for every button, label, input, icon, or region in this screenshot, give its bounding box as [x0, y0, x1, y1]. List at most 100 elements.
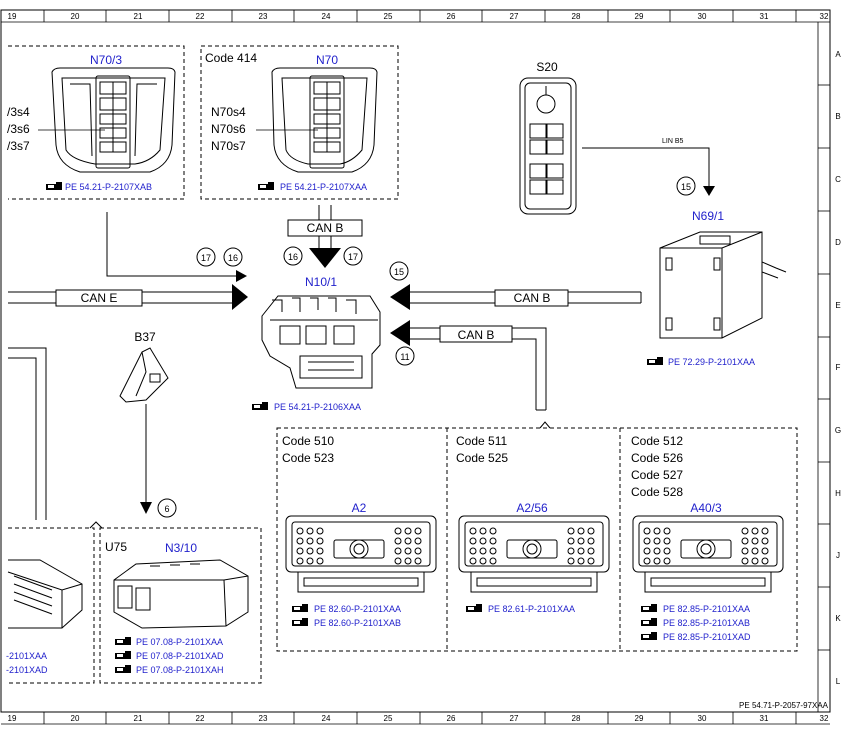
n70-3-ref[interactable]: PE 54.21-P-2107XAB [65, 182, 152, 192]
u75-code: U75 [105, 540, 127, 554]
col-label-top: 30 [698, 12, 707, 21]
left-partial-ref[interactable]: -2101XAD [6, 665, 48, 675]
hand-pointer-icon [115, 665, 131, 673]
col-label-bottom: 20 [71, 714, 80, 723]
left-partial-ref[interactable]: -2101XAA [6, 651, 47, 661]
svg-text:15: 15 [394, 267, 404, 277]
n70-3-switch-label: /3s6 [7, 122, 30, 136]
col-label-top: 25 [384, 12, 393, 21]
a40-3-code: Code 512 [631, 434, 683, 448]
can-b-top-label: CAN B [307, 221, 344, 235]
svg-text:11: 11 [400, 352, 409, 362]
s20-title: S20 [536, 60, 558, 74]
n69-1-control-unit [659, 231, 787, 339]
svg-text:15: 15 [681, 182, 691, 192]
n3-10-ref[interactable]: PE 07.08-P-2101XAA [136, 637, 223, 647]
col-label-top: 23 [259, 12, 268, 21]
a40-3-code: Code 528 [631, 485, 683, 499]
svg-text:17: 17 [348, 252, 358, 262]
col-label-top: 26 [447, 12, 456, 21]
col-label-top: 22 [196, 12, 205, 21]
marker-17-left: 17 [196, 247, 216, 267]
hand-pointer-icon [115, 651, 131, 659]
marker-6: 6 [157, 498, 177, 518]
col-label-bottom: 22 [196, 714, 205, 723]
n3-10-title: N3/10 [165, 541, 197, 555]
row-label: G [835, 426, 841, 435]
a2-ref[interactable]: PE 82.60-P-2101XAB [314, 618, 401, 628]
arrowhead [232, 284, 248, 310]
hand-pointer-icon [46, 182, 62, 190]
marker-16-center: 16 [283, 246, 303, 266]
row-label: K [835, 614, 841, 623]
n10-1-ref[interactable]: PE 54.21-P-2106XAA [274, 402, 361, 412]
col-label-top: 20 [71, 12, 80, 21]
n70-switch-unit [271, 67, 378, 173]
n3-10-ecu [113, 559, 249, 629]
col-label-bottom: 26 [447, 714, 456, 723]
n70-3-wire [106, 212, 240, 277]
n70-switch-label: N70s7 [211, 139, 246, 153]
col-label-top: 28 [572, 12, 581, 21]
col-label-bottom: 32 [820, 714, 829, 723]
marker-11: 11 [395, 346, 415, 366]
arrowhead [309, 248, 341, 268]
col-label-top: 27 [510, 12, 519, 21]
can-e-wire [8, 289, 240, 307]
can-b-lower-wire [408, 325, 547, 411]
row-label: L [836, 677, 841, 686]
marker-15-right: 15 [676, 176, 696, 196]
can-b-lower-label: CAN B [458, 328, 495, 342]
grid-frame [0, 9, 831, 725]
n3-10-ref[interactable]: PE 07.08-P-2101XAH [136, 665, 224, 675]
col-label-bottom: 29 [635, 714, 644, 723]
arrowhead [390, 320, 410, 346]
a2-code: Code 510 [282, 434, 334, 448]
a40-3-head-unit [632, 515, 784, 593]
col-label-top: 31 [760, 12, 769, 21]
row-label: J [836, 551, 840, 560]
a2-code: Code 523 [282, 451, 334, 465]
n69-1-title: N69/1 [692, 209, 724, 223]
hand-pointer-icon [252, 402, 268, 410]
col-label-top: 24 [322, 12, 331, 21]
a40-3-code: Code 527 [631, 468, 683, 482]
row-label: C [835, 175, 841, 184]
n10-1-title: N10/1 [305, 275, 337, 289]
col-label-bottom: 31 [760, 714, 769, 723]
a2-title: A2 [352, 501, 367, 515]
a2-56-ref[interactable]: PE 82.61-P-2101XAA [488, 604, 575, 614]
a2-ref[interactable]: PE 82.60-P-2101XAA [314, 604, 401, 614]
a40-3-code: Code 526 [631, 451, 683, 465]
n70-3-switch-label: /3s7 [7, 139, 30, 153]
col-label-bottom: 27 [510, 714, 519, 723]
row-label: D [835, 238, 841, 247]
a40-3-ref[interactable]: PE 82.85-P-2101XAA [663, 604, 750, 614]
arrowhead [236, 270, 247, 282]
n3-10-ref[interactable]: PE 07.08-P-2101XAD [136, 651, 224, 661]
col-label-top: 32 [820, 12, 829, 21]
arrowhead [390, 284, 410, 310]
row-label: B [835, 112, 840, 121]
row-label: A [835, 50, 841, 59]
a40-3-ref[interactable]: PE 82.85-P-2101XAB [663, 618, 750, 628]
a2-56-code: Code 525 [456, 451, 508, 465]
hand-pointer-icon [115, 637, 131, 645]
col-label-bottom: 21 [134, 714, 143, 723]
a2-56-code: Code 511 [456, 434, 507, 448]
a2-head-unit [285, 515, 437, 593]
col-label-bottom: 24 [322, 714, 331, 723]
a40-3-ref[interactable]: PE 82.85-P-2101XAD [663, 632, 751, 642]
n69-1-ref[interactable]: PE 72.29-P-2101XAA [668, 357, 755, 367]
row-label: E [835, 301, 840, 310]
b37-title: B37 [134, 330, 156, 344]
left-partial-wire [8, 347, 47, 520]
can-b-top-wire [287, 205, 363, 250]
n70-code: Code 414 [205, 51, 257, 65]
n70-ref[interactable]: PE 54.21-P-2107XAA [280, 182, 367, 192]
svg-text:6: 6 [164, 504, 169, 514]
lin-b5-label: LIN B5 [662, 138, 684, 145]
hand-pointer-icon [641, 618, 657, 626]
col-label-bottom: 23 [259, 714, 268, 723]
